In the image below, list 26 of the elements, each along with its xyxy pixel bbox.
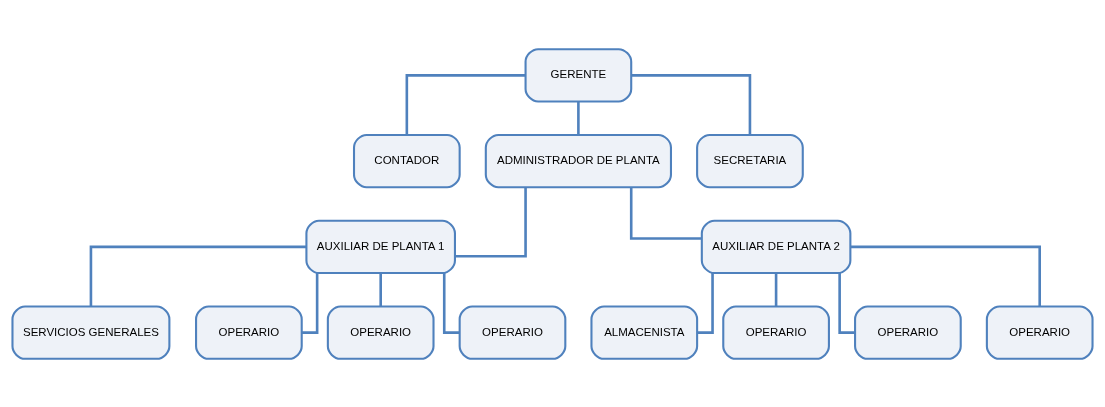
node-box: ADMINISTRADOR DE PLANTA bbox=[484, 133, 672, 188]
connector bbox=[838, 272, 855, 334]
node-box: SECRETARIA bbox=[696, 133, 804, 188]
node-box: OPERARIO bbox=[854, 304, 962, 360]
connector bbox=[379, 272, 382, 306]
node-box: OPERARIO bbox=[722, 304, 830, 360]
node-box: CONTADOR bbox=[352, 133, 461, 188]
node-box: OPERARIO bbox=[326, 304, 435, 360]
connector bbox=[442, 272, 460, 334]
connector bbox=[850, 245, 1041, 306]
connector bbox=[629, 186, 702, 240]
connector bbox=[697, 272, 714, 334]
node-box: OPERARIO bbox=[195, 304, 303, 360]
node-box: AUXILIAR DE PLANTA 2 bbox=[700, 219, 852, 274]
connector bbox=[89, 245, 307, 306]
node-box: OPERARIO bbox=[458, 304, 567, 360]
node-box: SERVICIOS GENERALES bbox=[11, 304, 171, 360]
connector bbox=[774, 272, 778, 306]
connector bbox=[405, 73, 526, 135]
connector bbox=[577, 101, 580, 135]
connector bbox=[631, 73, 752, 135]
node-box: GERENTE bbox=[524, 47, 633, 103]
node-box: OPERARIO bbox=[985, 304, 1094, 360]
node-box: ALMACENISTA bbox=[590, 304, 699, 360]
connector bbox=[455, 187, 527, 258]
node-box: AUXILIAR DE PLANTA 1 bbox=[305, 219, 456, 274]
